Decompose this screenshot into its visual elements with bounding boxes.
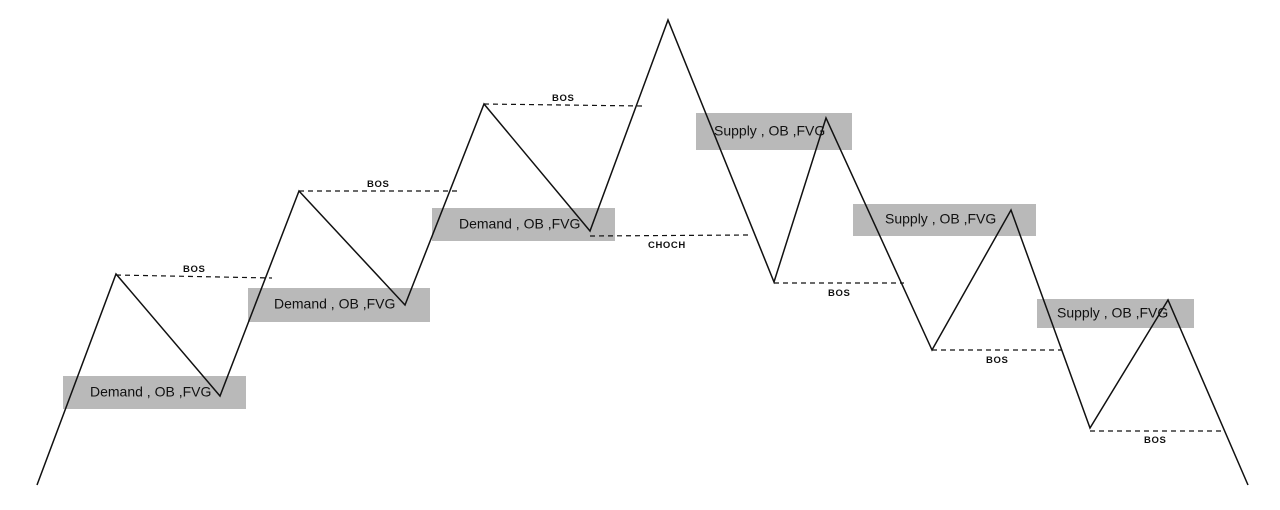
- level-label: BOS: [828, 288, 850, 299]
- level-label: BOS: [1144, 435, 1166, 446]
- level-label: BOS: [183, 264, 205, 275]
- zone-demand-2: Demand , OB ,FVG: [248, 288, 430, 322]
- level-bos-2: BOS: [299, 179, 457, 192]
- level-label: BOS: [552, 93, 574, 104]
- zone-label: Supply , OB ,FVG: [1057, 305, 1168, 321]
- level-bos-3: BOS: [483, 93, 643, 107]
- level-bos-4: BOS: [774, 282, 904, 299]
- zone-label: Demand , OB ,FVG: [459, 216, 580, 232]
- zone-supply-3: Supply , OB ,FVG: [1037, 299, 1194, 328]
- price-path: [36, 17, 1249, 486]
- zone-label: Supply , OB ,FVG: [885, 211, 996, 227]
- zone-label: Demand , OB ,FVG: [274, 296, 395, 312]
- zone-supply-1: Supply , OB ,FVG: [696, 113, 852, 150]
- level-label: BOS: [986, 355, 1008, 366]
- level-bos-6: BOS: [1090, 430, 1222, 446]
- level-label: BOS: [367, 179, 389, 190]
- zone-label: Supply , OB ,FVG: [714, 123, 825, 139]
- zone-supply-2: Supply , OB ,FVG: [853, 204, 1036, 236]
- zone-label: Demand , OB ,FVG: [90, 384, 211, 400]
- zone-demand-1: Demand , OB ,FVG: [63, 376, 246, 409]
- level-label: CHOCH: [648, 240, 686, 251]
- level-bos-1: BOS: [115, 264, 273, 279]
- zone-demand-3: Demand , OB ,FVG: [432, 208, 615, 241]
- level-choch: CHOCH: [589, 234, 749, 251]
- level-bos-5: BOS: [932, 349, 1062, 366]
